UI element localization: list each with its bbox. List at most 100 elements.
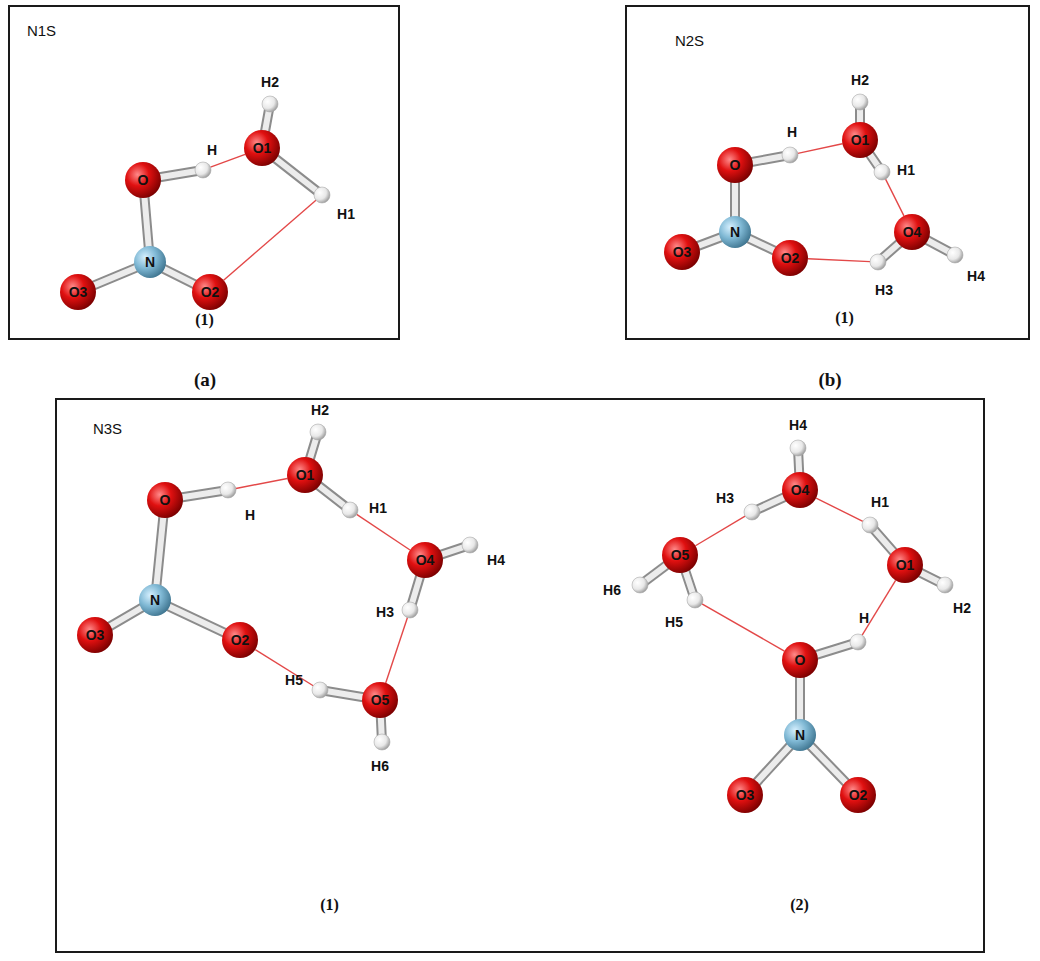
atom-sphere: [310, 424, 326, 440]
atom-sphere: [894, 214, 930, 250]
atom-sphere: [60, 274, 96, 310]
atom-sphere: [947, 247, 963, 263]
atom-label: H3: [875, 282, 893, 298]
atom-sphere: [744, 504, 760, 520]
atom-label: H6: [603, 582, 621, 598]
atom-sphere: [192, 274, 228, 310]
figure-panel: N3S (1) (2): [55, 398, 985, 953]
covalent-bonds: [78, 102, 955, 795]
atom-label: H: [859, 610, 869, 626]
atom-sphere: [784, 719, 816, 751]
atom-label: O1: [896, 557, 915, 573]
structure-number: (1): [835, 309, 854, 327]
atom-sphere: [287, 457, 323, 493]
atom-sphere: [937, 577, 953, 593]
figure-panel: N2S (1): [625, 5, 1030, 340]
atom-label: H6: [371, 758, 389, 774]
hydrogen-bond-line: [386, 618, 408, 683]
atom-label: H1: [897, 162, 915, 178]
atom-label: H1: [369, 500, 387, 516]
atom-sphere: [222, 622, 258, 658]
atom-label: O3: [736, 787, 755, 803]
atom-sphere: [77, 617, 113, 653]
atom-sphere: [662, 537, 698, 573]
atom-label: H2: [311, 402, 329, 418]
atom-label: O3: [86, 627, 105, 643]
atom-label: O2: [849, 787, 868, 803]
structure-number: (1): [195, 311, 214, 329]
atom-label: H4: [487, 552, 505, 568]
hydrogen-bond-line: [808, 259, 870, 262]
hydrogen-bonds: [210, 144, 903, 686]
atom-label: N: [730, 224, 740, 240]
atom-label: O1: [296, 467, 315, 483]
atom-label: O2: [781, 250, 800, 266]
atom-sphere: [782, 147, 798, 163]
panel-title: N2S: [675, 31, 704, 48]
atom-label: H4: [789, 417, 807, 433]
hydrogen-bond-line: [862, 580, 895, 635]
atom-sphere: [840, 777, 876, 813]
atoms: [60, 94, 963, 813]
atom-sphere: [782, 642, 818, 678]
atom-label: O: [730, 157, 741, 173]
atom-sphere: [852, 94, 868, 110]
atom-sphere: [782, 472, 818, 508]
atom-sphere: [374, 734, 390, 750]
atom-label: O1: [851, 132, 870, 148]
atom-sphere: [887, 547, 923, 583]
atom-label: H5: [665, 614, 683, 630]
atom-label: O2: [231, 632, 250, 648]
atom-label: H2: [953, 600, 971, 616]
hydrogen-bond-line: [236, 478, 287, 488]
panel-title: N3S: [93, 419, 122, 436]
atom-sphere: [314, 187, 330, 203]
hydrogen-bond-line: [357, 514, 410, 550]
atom-sphere: [874, 164, 890, 180]
structure-number: (2): [790, 896, 809, 914]
hydrogen-bond-line: [886, 179, 904, 216]
atom-sphere: [462, 537, 478, 553]
atom-label: O5: [371, 692, 390, 708]
atom-sphere: [244, 130, 280, 166]
atom-label: O4: [791, 482, 810, 498]
hydrogen-bond-line: [224, 200, 316, 280]
hydrogen-bond-line: [695, 516, 745, 546]
atom-sphere: [147, 482, 183, 518]
atom-sphere: [850, 634, 866, 650]
panel-title: N1S: [27, 21, 56, 38]
atom-label: H2: [851, 72, 869, 88]
atom-sphere: [687, 592, 703, 608]
atom-sphere: [790, 440, 806, 456]
atom-label: O4: [903, 224, 922, 240]
atom-sphere: [342, 502, 358, 518]
atom-label: H2: [261, 74, 279, 90]
atom-label: O1: [253, 140, 272, 156]
atom-label: O: [160, 492, 171, 508]
atom-label: H4: [967, 268, 985, 284]
atom-label: N: [150, 592, 160, 608]
atom-sphere: [727, 777, 763, 813]
atom-label: O: [795, 652, 806, 668]
atom-label: H1: [337, 206, 355, 222]
atom-sphere: [402, 602, 418, 618]
atom-label: H: [245, 507, 255, 523]
atom-sphere: [134, 246, 166, 278]
hydrogen-bond-line: [816, 498, 863, 521]
atom-label: O3: [69, 284, 88, 300]
atom-label: O2: [201, 284, 220, 300]
atom-label: H1: [871, 494, 889, 510]
atom-label: O: [138, 172, 149, 188]
atom-label: O5: [671, 547, 690, 563]
hydrogen-bond-line: [798, 144, 843, 154]
atom-sphere: [407, 542, 443, 578]
atom-sphere: [772, 240, 808, 276]
subfigure-label: (a): [194, 369, 216, 391]
atom-sphere: [717, 147, 753, 183]
atom-label: H: [207, 142, 217, 158]
structure-number: (1): [320, 896, 339, 914]
atom-label: H5: [285, 672, 303, 688]
atom-sphere: [719, 216, 751, 248]
atom-sphere: [870, 254, 886, 270]
